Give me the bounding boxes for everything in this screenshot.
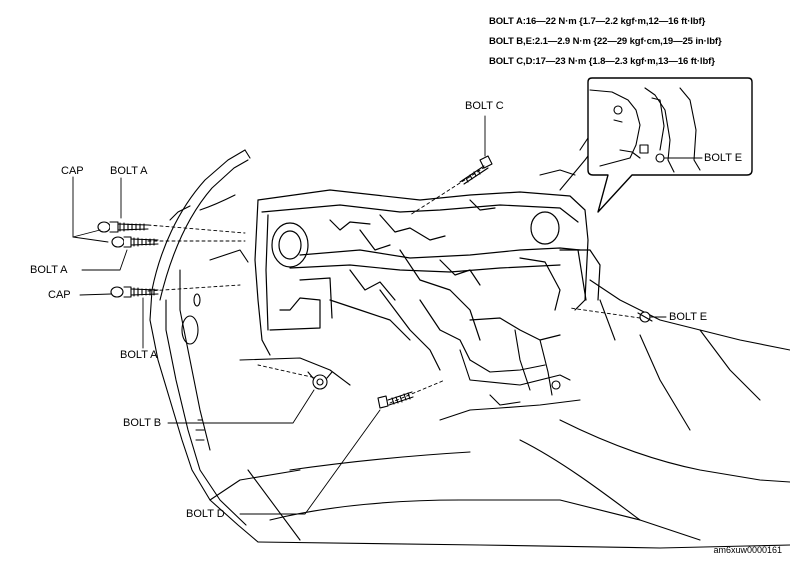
bolt-d — [377, 391, 414, 409]
label-bolt-c: BOLT C — [465, 100, 504, 112]
center-stand — [439, 329, 581, 421]
floor-panel — [209, 357, 790, 549]
label-bolt-a-low: BOLT A — [120, 349, 158, 361]
inset-callout — [587, 77, 753, 213]
bolt-b — [307, 371, 333, 390]
left-bolts — [97, 221, 159, 298]
label-bolt-d: BOLT D — [186, 508, 225, 520]
leader-lines — [72, 115, 667, 515]
torque-spec-bolt-a: BOLT A:16—22 N·m {1.7—2.2 kgf·m,12—16 ft… — [489, 16, 706, 27]
label-cap-top: CAP — [61, 165, 84, 177]
torque-spec-bolt-c-d: BOLT C,D:17—23 N·m {1.8—2.3 kgf·m,13—16 … — [489, 56, 715, 67]
figure-code: am6xuw0000161 — [713, 545, 782, 555]
alignment-dashes — [147, 166, 641, 404]
label-bolt-a-top: BOLT A — [110, 165, 148, 177]
bolt-e — [637, 311, 653, 323]
label-bolt-a-mid: BOLT A — [30, 264, 68, 276]
label-bolt-b: BOLT B — [123, 417, 162, 429]
bolt-c — [459, 155, 493, 185]
torque-spec-bolt-b-e: BOLT B,E:2.1—2.9 N·m {22—29 kgf·cm,19—25… — [489, 36, 722, 47]
label-bolt-e-inset: BOLT E — [704, 152, 743, 164]
label-cap-mid: CAP — [48, 289, 71, 301]
a-pillar — [149, 149, 259, 543]
label-bolt-e-right: BOLT E — [669, 311, 708, 323]
dashboard-member — [254, 189, 601, 371]
